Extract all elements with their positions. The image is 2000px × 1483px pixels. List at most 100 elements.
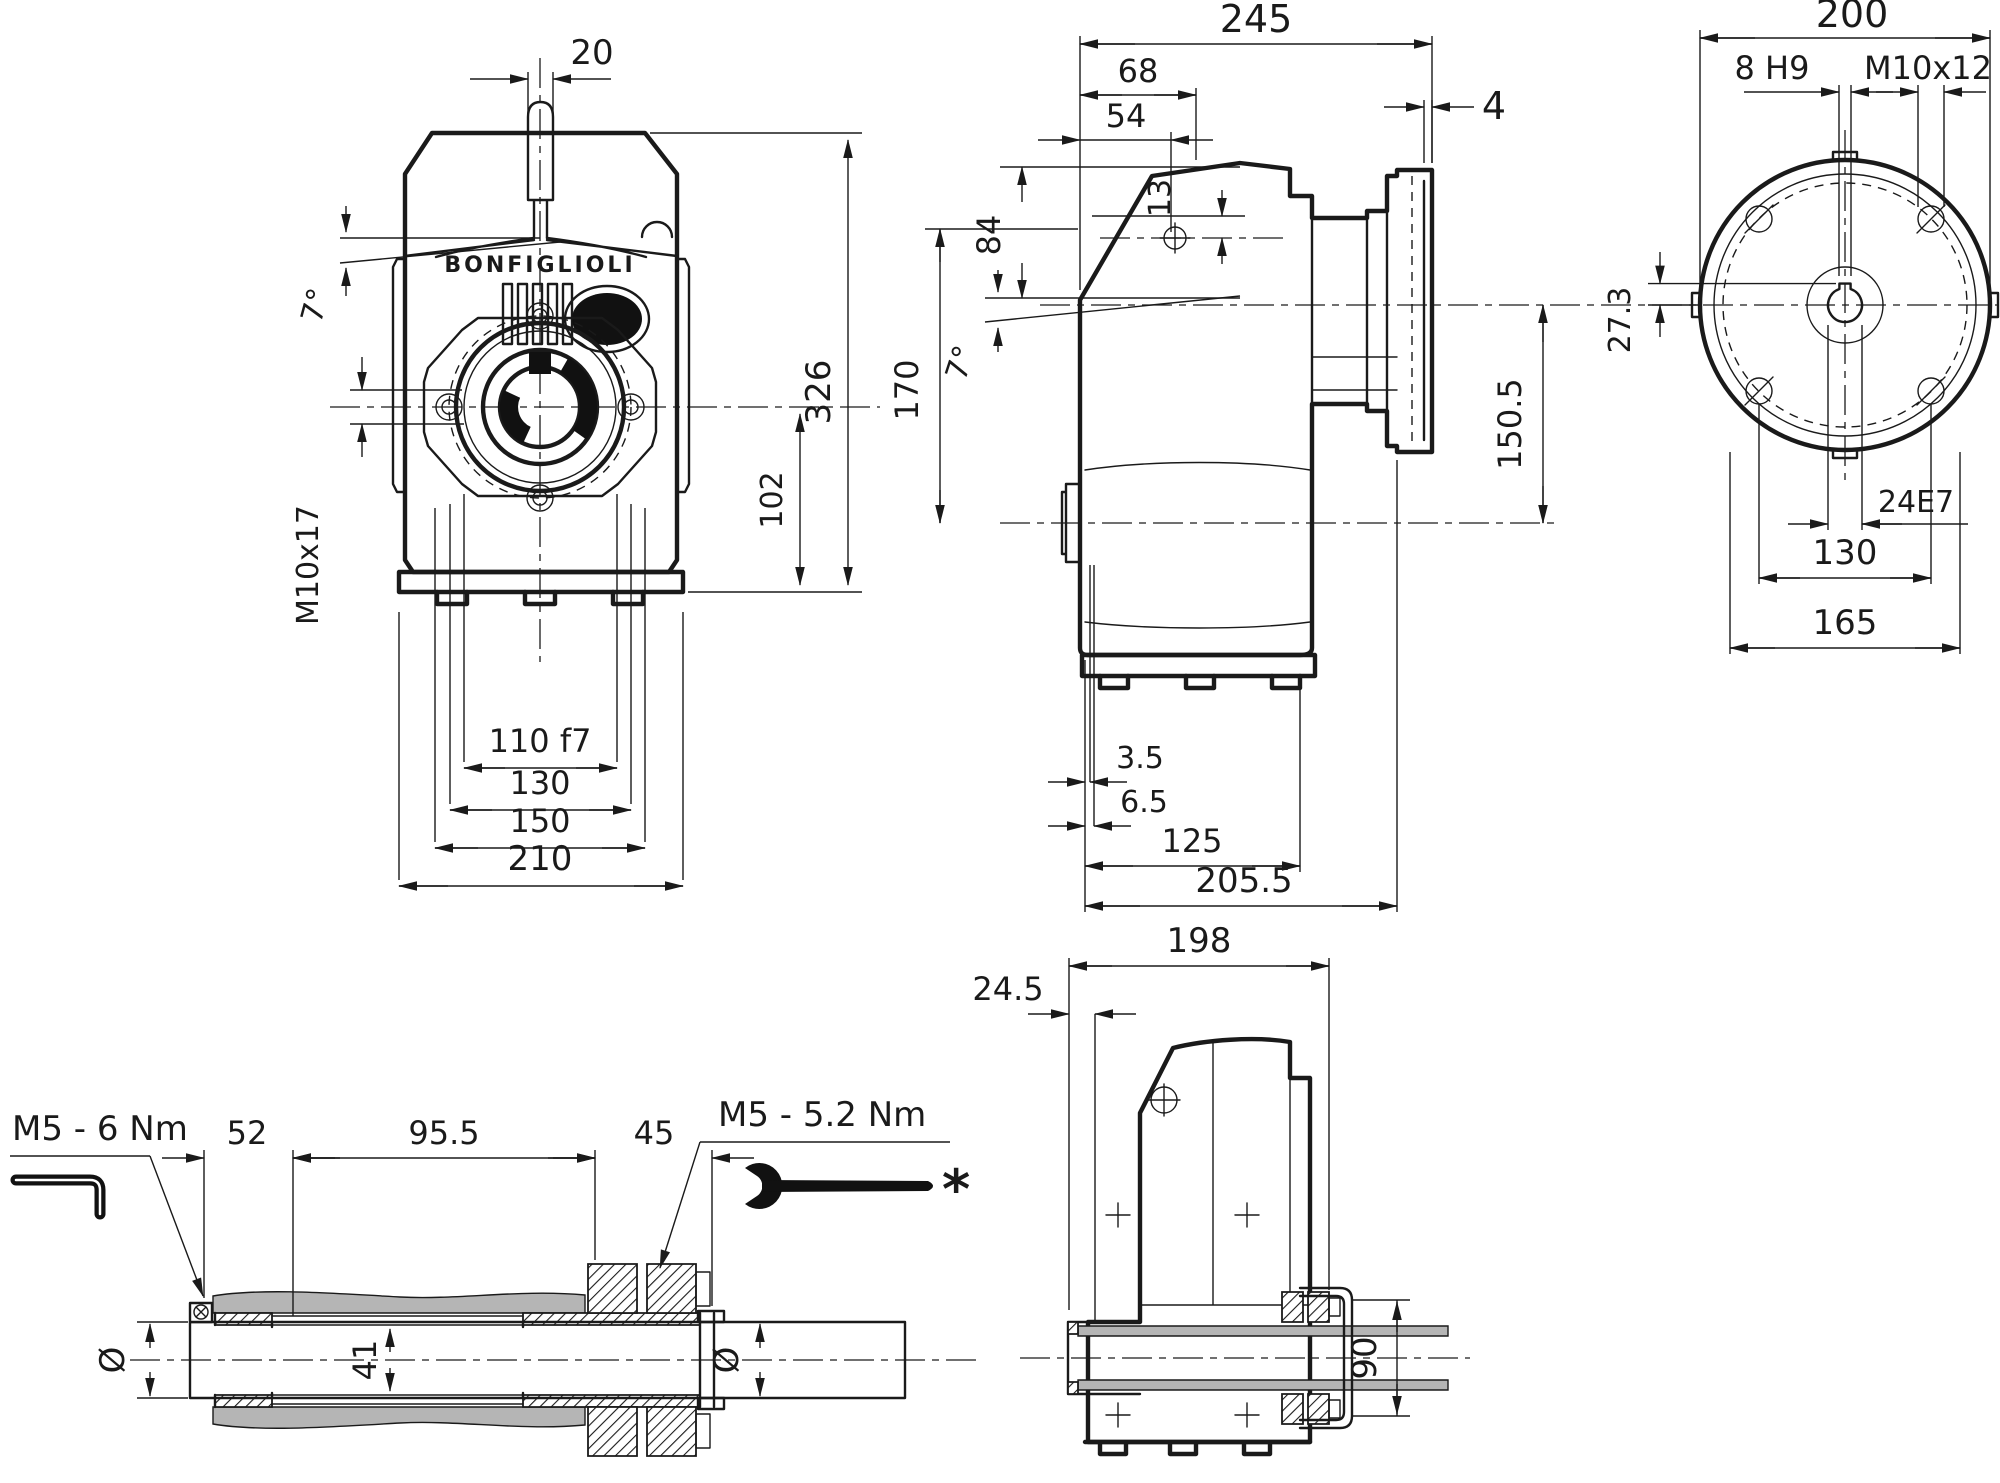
dim-shaft-45: 45	[634, 1114, 675, 1152]
dim-flange-tapped: M10x12	[1864, 49, 1992, 87]
leader-right	[659, 1141, 701, 1269]
dim-side-54: 54	[1106, 97, 1147, 135]
dim-ext-side-bottom	[1084, 460, 1398, 912]
dim-flange-outer-dia: 200	[1816, 0, 1889, 36]
flange-view: 200 8 H9 M10x12 27.3 24E7 130 165	[1603, 0, 2000, 654]
dim-ext-keyway	[1838, 85, 1852, 276]
dim-ext-shaft	[203, 1150, 713, 1316]
flange-hub-circle	[1806, 266, 1884, 344]
shaft-section-view: 52 95.5 45 41 Ø Ø M5 - 6 Nm M5 - 5.2 Nm …	[10, 1095, 980, 1457]
dim-side-68: 68	[1118, 52, 1159, 90]
dim-draft-lines	[339, 237, 561, 264]
flange-lugs	[1690, 150, 2000, 460]
flange-bolt-holes	[435, 302, 645, 512]
dim-ext-m10	[350, 389, 464, 425]
side-base-plate	[1079, 652, 1318, 679]
dim-shaft-dia-right: Ø	[707, 1347, 747, 1374]
dim-side-65: 6.5	[1120, 785, 1168, 820]
dim-ext-bottom	[398, 494, 684, 880]
torque-label-right: M5 - 5.2 Nm	[718, 1095, 926, 1135]
shaft-segment-lower-left	[499, 390, 531, 444]
output-flange-plate	[422, 316, 658, 498]
oil-plug	[572, 293, 642, 345]
shaft-segment-right	[560, 357, 598, 440]
dim-side-flange-thk: 4	[1482, 84, 1506, 128]
dim-front-shaft-stub: 20	[570, 33, 613, 73]
side-draft-line	[984, 295, 1241, 323]
dim-ext-tapped	[1917, 85, 1945, 207]
dim-side-170: 170	[888, 359, 926, 420]
flange-bore-keyway	[1826, 282, 1864, 324]
dim-side-total-length: 245	[1220, 0, 1293, 41]
dim-ext-326	[650, 132, 862, 593]
screw-cross	[195, 1306, 207, 1318]
dim-shaft-52: 52	[227, 1114, 268, 1152]
leader-left	[149, 1155, 204, 1297]
output-hub-stub	[1060, 482, 1082, 564]
base-plate	[396, 569, 686, 595]
boss-lines	[1084, 356, 1398, 629]
dim-front-flange-width: 150	[509, 802, 570, 840]
dim-front-pilot: 110 f7	[489, 722, 592, 760]
casting-rib-flare	[403, 236, 679, 259]
dim-flange-spigot: 165	[1813, 603, 1878, 643]
dim-side-13: 13	[1143, 179, 1178, 217]
dim-side-draft-angle: 7°	[939, 341, 983, 384]
dim-lower-length: 198	[1167, 921, 1232, 961]
front-view: BONFIGLIOLI 20 7° M10x17 326 102 110 f7	[291, 33, 880, 891]
flange-inner-circle	[1713, 173, 1977, 437]
housing-right-pad	[675, 257, 691, 494]
feet	[434, 589, 646, 607]
side-view: 245 68 54 13 84 7° 4 170 150.5 3.5 6.5	[888, 0, 1998, 912]
shrink-disc-bracket	[1298, 1286, 1354, 1430]
dim-ext-dia-left	[137, 1321, 188, 1399]
tube-hatch	[1067, 1321, 1079, 1395]
dim-side-2055: 205.5	[1195, 861, 1292, 901]
lower-side-view: 198 24.5 90	[972, 921, 1470, 1457]
dim-ext-4	[1423, 100, 1433, 163]
dim-shaft-bore: 41	[346, 1340, 384, 1381]
lower-shrink-blocks	[1281, 1291, 1330, 1425]
adapter-joints	[1310, 174, 1426, 448]
bore-wall-lines	[271, 1315, 524, 1405]
dim-front-bolt-circle: 130	[509, 764, 570, 802]
asterisk-footnote: *	[942, 1158, 970, 1221]
dim-shaft-955: 95.5	[408, 1114, 479, 1152]
dim-side-125: 125	[1161, 822, 1222, 860]
pilot-inner-circle	[463, 330, 617, 484]
lift-hole-cross	[1147, 1083, 1181, 1117]
through-shaft-lower	[1077, 1379, 1449, 1391]
dim-ext-84	[985, 166, 1240, 299]
dim-front-housing-width: 210	[508, 839, 573, 879]
dim-side-1505: 150.5	[1491, 378, 1529, 470]
torque-label-left: M5 - 6 Nm	[12, 1109, 188, 1149]
housing-left-pad	[391, 257, 407, 494]
dim-flange-keyway: 8 H9	[1735, 49, 1810, 87]
dim-front-tapped-holes: M10x17	[291, 505, 326, 625]
dim-ext-130	[1758, 404, 1932, 584]
bolt-circle-dashed	[448, 315, 632, 499]
dim-ext-dia-right	[716, 1321, 775, 1399]
customer-shaft-upper	[212, 1291, 586, 1314]
plug-markers	[1105, 1202, 1260, 1428]
dim-flange-bore: 24E7	[1878, 485, 1954, 520]
cooling-ribs	[501, 282, 574, 346]
lower-feet	[1082, 1439, 1313, 1457]
dim-lower-245: 24.5	[972, 970, 1043, 1008]
customer-shaft-lower	[212, 1406, 586, 1429]
brand-logo: BONFIGLIOLI	[444, 253, 635, 278]
dim-side-84: 84	[970, 215, 1008, 256]
retaining-screw	[193, 1304, 209, 1320]
dim-front-total-height: 326	[799, 360, 839, 425]
dim-ext-bore	[1827, 325, 1863, 530]
keyway-key	[529, 352, 551, 374]
dim-ext-165	[1729, 452, 1961, 654]
dim-shaft-dia-left: Ø	[93, 1347, 133, 1374]
dim-ext-200	[1699, 30, 1991, 292]
side-housing-outline	[1077, 160, 1435, 658]
dim-lower-90: 90	[1345, 1336, 1385, 1379]
dim-side-35: 3.5	[1116, 741, 1164, 776]
through-shaft-upper	[1077, 1325, 1449, 1337]
